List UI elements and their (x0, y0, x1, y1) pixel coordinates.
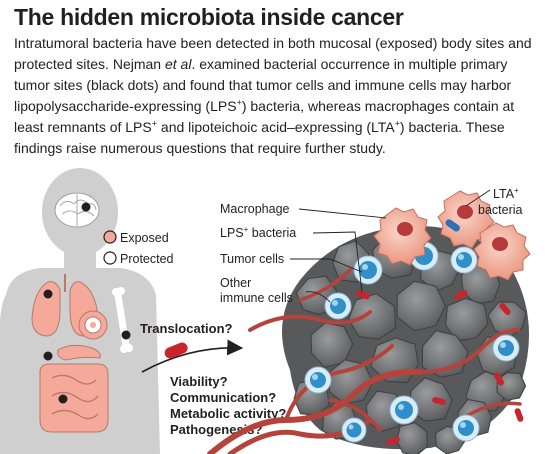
pancreas-icon (57, 344, 101, 361)
translocation-arrow (141, 339, 244, 373)
immune-cell (389, 395, 419, 425)
intro-et-al: et al (164, 56, 192, 72)
tumor-cell (396, 422, 428, 454)
immune-cell (450, 246, 478, 274)
breast-icon (78, 310, 108, 340)
translocating-bacterium (164, 342, 188, 359)
lps-bacterium (454, 290, 468, 300)
tumor-site-dot (43, 289, 53, 299)
label-other-line-2: immune cells (220, 291, 293, 305)
label-lta-bacteria: LTA+ (493, 186, 519, 201)
legend-protected: Protected (120, 252, 174, 266)
intro-sup-2: + (151, 118, 158, 129)
tumor-cell (496, 372, 527, 401)
tumor-site-dot (58, 394, 68, 404)
macrophage (473, 222, 531, 281)
label-lps-rest: bacteria (248, 226, 296, 240)
intro-part-1: Intratumoral bacteria have been detected… (14, 35, 532, 72)
intro-part-2: . examined bacterial occurrence in multi… (14, 56, 512, 114)
immune-cell (353, 255, 383, 285)
question-viability: Viability? (170, 374, 228, 389)
intro-part-3: ) bacteria, whereas macrophages contain … (14, 98, 515, 135)
label-lta-bacteria-line-2: bacteria (478, 203, 523, 217)
protected-legend-swatch (103, 251, 117, 265)
lps-bacterium (432, 396, 446, 406)
intro-part-5: ) bacteria. These findings raise numerou… (14, 119, 505, 156)
lps-bacterium (499, 302, 511, 316)
legend-exposed: Exposed (120, 231, 169, 245)
brain-icon (54, 192, 100, 228)
tumor-cell (396, 280, 446, 332)
label-tumor-cells: Tumor cells (220, 252, 284, 266)
colon-icon (39, 363, 109, 433)
immune-cell (324, 292, 352, 320)
tumor-cell (348, 293, 397, 340)
leader-lines (290, 189, 491, 303)
tumor-site-dot (81, 202, 91, 212)
macrophages-group (373, 190, 531, 281)
lps-bacterium (386, 436, 400, 446)
immune-cell (452, 414, 480, 442)
translocation-label: Translocation? (140, 321, 233, 336)
label-lps-sup: + (244, 225, 249, 234)
intro-sup-3: + (394, 118, 400, 129)
immune-cell (341, 417, 367, 443)
label-lta-main: LTA (493, 187, 515, 201)
question-metabolic-activity: Metabolic activity? (170, 406, 286, 421)
immune-cell (304, 366, 332, 394)
intro-sup-1: + (236, 97, 242, 108)
exposed-legend-swatch (103, 230, 117, 244)
intro-text: Intratumoral bacteria have been detected… (14, 33, 544, 159)
lps-bacterium (356, 290, 370, 300)
intro-part-4: and lipoteichoic acid–expressing (LTA (157, 119, 395, 135)
tumor-site-dot (121, 330, 131, 340)
tumor-cell (445, 297, 489, 342)
question-communication: Communication? (170, 390, 276, 405)
immune-cell (492, 334, 520, 362)
label-lps-bacteria: LPS+ bacteria (220, 225, 296, 240)
legend: Exposed Protected (103, 230, 174, 266)
tumor-site-dot (43, 351, 53, 361)
label-lps-main: LPS (220, 226, 244, 240)
label-macrophage: Macrophage (220, 202, 290, 216)
figure-title: The hidden microbiota inside cancer (14, 4, 404, 30)
label-lta-sup: + (514, 186, 519, 195)
lps-bacteria-group (356, 290, 524, 446)
macrophage (373, 207, 432, 266)
label-other-line-1: Other (220, 276, 251, 290)
lps-bacterium (514, 408, 524, 422)
lps-bacterium (494, 372, 504, 386)
